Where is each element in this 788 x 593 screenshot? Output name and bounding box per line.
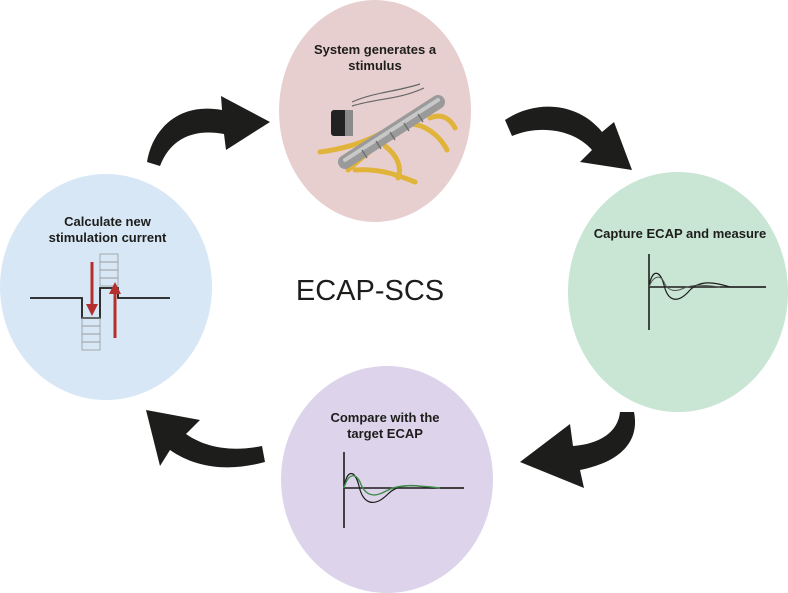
arrow-stimulus-to-capture [505,106,632,170]
ecap-compare-icon [343,452,464,528]
calculate-label: Calculate new stimulation current [48,214,167,245]
stimulus-label: System generates a stimulus [313,42,437,73]
current-adjust-icon [30,253,170,351]
arrow-capture-to-compare [520,412,636,488]
arrow-calculate-to-stimulus [147,96,270,166]
arrow-compare-to-calculate [146,410,265,468]
capture-label: Capture ECAP and measure [593,226,767,241]
capture-node [568,172,788,412]
spinal-lead-icon [317,83,458,185]
stimulus-node [279,0,471,222]
calculate-node [0,174,212,400]
center-title: ECAP-SCS [295,275,445,307]
compare-label: Compare with the target ECAP [330,410,440,441]
compare-node [281,366,493,593]
ecap-trace-icon [648,254,766,330]
